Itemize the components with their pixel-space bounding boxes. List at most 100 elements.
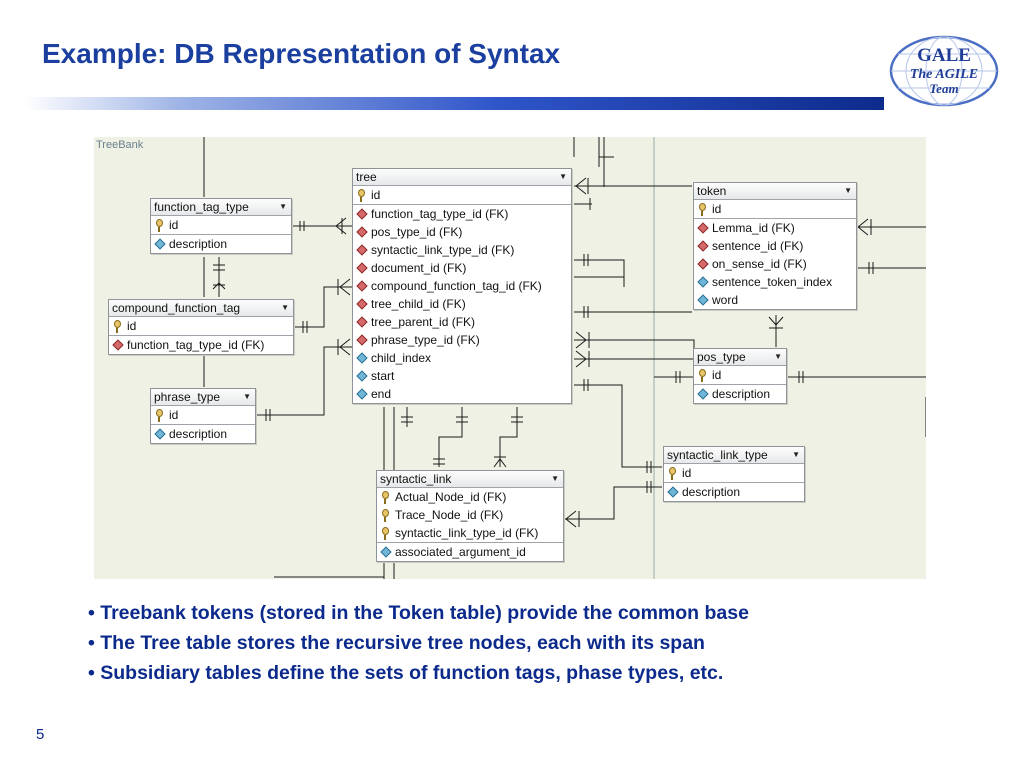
bullet-item: • Treebank tokens (stored in the Token t… bbox=[88, 602, 749, 624]
column-icon bbox=[697, 276, 709, 288]
column-name: description bbox=[169, 237, 228, 251]
primary-key-icon bbox=[156, 219, 163, 232]
primary-key-icon bbox=[669, 467, 676, 480]
table-title: pos_type bbox=[697, 350, 746, 364]
table-title: tree bbox=[356, 170, 377, 184]
column-icon bbox=[697, 388, 709, 400]
foreign-key-icon bbox=[356, 244, 368, 256]
er-diagram: TreeBank bbox=[94, 137, 926, 579]
column-name: compound_function_tag_id (FK) bbox=[371, 279, 542, 293]
column-name: id bbox=[371, 188, 381, 202]
foreign-key-icon bbox=[697, 222, 709, 234]
logo-line3: Team bbox=[929, 81, 958, 96]
logo-line1: GALE bbox=[917, 45, 971, 66]
table-title: function_tag_type bbox=[154, 200, 249, 214]
dropdown-arrow-icon[interactable]: ▼ bbox=[559, 172, 567, 181]
column-icon bbox=[697, 294, 709, 306]
column-icon bbox=[356, 388, 368, 400]
logo-line2: The AGILE bbox=[910, 67, 978, 82]
column-name: syntactic_link_type_id (FK) bbox=[371, 243, 515, 257]
dropdown-arrow-icon[interactable]: ▼ bbox=[774, 352, 782, 361]
table-token[interactable]: token ▼ id Lemma_id (FK) sentence_id (FK)… bbox=[693, 182, 857, 310]
column-name: syntactic_link_type_id (FK) bbox=[395, 526, 539, 540]
column-icon bbox=[356, 370, 368, 382]
bullet-list: • Treebank tokens (stored in the Token t… bbox=[88, 598, 749, 688]
column-name: word bbox=[712, 293, 739, 307]
column-name: id bbox=[682, 466, 692, 480]
foreign-key-icon bbox=[356, 280, 368, 292]
table-title: compound_function_tag bbox=[112, 301, 241, 315]
foreign-key-icon bbox=[356, 208, 368, 220]
foreign-key-icon bbox=[356, 298, 368, 310]
column-name: tree_parent_id (FK) bbox=[371, 315, 476, 329]
primary-key-icon bbox=[358, 189, 365, 202]
column-name: document_id (FK) bbox=[371, 261, 467, 275]
bullet-item: • The Tree table stores the recursive tr… bbox=[88, 632, 705, 654]
column-name: Trace_Node_id (FK) bbox=[395, 508, 504, 522]
primary-key-icon bbox=[382, 527, 389, 540]
foreign-key-icon bbox=[697, 240, 709, 252]
bullet-text: The Tree table stores the recursive tree… bbox=[100, 632, 705, 654]
column-name: Actual_Node_id (FK) bbox=[395, 490, 507, 504]
foreign-key-icon bbox=[112, 339, 124, 351]
column-name: on_sense_id (FK) bbox=[712, 257, 807, 271]
column-name: tree_child_id (FK) bbox=[371, 297, 466, 311]
column-name: Lemma_id (FK) bbox=[712, 221, 795, 235]
primary-key-icon bbox=[382, 509, 389, 522]
column-name: id bbox=[127, 319, 137, 333]
column-icon bbox=[154, 238, 166, 250]
column-name: start bbox=[371, 369, 395, 383]
foreign-key-icon bbox=[697, 258, 709, 270]
column-name: phrase_type_id (FK) bbox=[371, 333, 480, 347]
column-name: child_index bbox=[371, 351, 432, 365]
primary-key-icon bbox=[156, 409, 163, 422]
table-tree[interactable]: tree ▼ id function_tag_type_id (FK) pos_t… bbox=[352, 168, 572, 404]
table-syntactic-link-type[interactable]: syntactic_link_type ▼ id description bbox=[663, 446, 805, 502]
column-icon bbox=[154, 428, 166, 440]
primary-key-icon bbox=[382, 491, 389, 504]
column-name: function_tag_type_id (FK) bbox=[371, 207, 509, 221]
title-underline-bar bbox=[24, 97, 884, 110]
column-name: sentence_id (FK) bbox=[712, 239, 804, 253]
table-title: token bbox=[697, 184, 727, 198]
slide-title: Example: DB Representation of Syntax bbox=[42, 38, 561, 69]
column-name: associated_argument_id bbox=[395, 545, 526, 559]
table-compound-function-tag[interactable]: compound_function_tag ▼ id function_tag_t… bbox=[108, 299, 294, 355]
column-name: id bbox=[169, 218, 179, 232]
column-icon bbox=[380, 546, 392, 558]
dropdown-arrow-icon[interactable]: ▼ bbox=[243, 392, 251, 401]
bullet-item: • Subsidiary tables define the sets of f… bbox=[88, 662, 724, 684]
dropdown-arrow-icon[interactable]: ▼ bbox=[279, 202, 287, 211]
table-function-tag-type[interactable]: function_tag_type ▼ id description bbox=[150, 198, 292, 254]
table-phrase-type[interactable]: phrase_type ▼ id description bbox=[150, 388, 256, 444]
bullet-text: Subsidiary tables define the sets of fun… bbox=[100, 662, 724, 684]
column-name: end bbox=[371, 387, 392, 401]
primary-key-icon bbox=[699, 369, 706, 382]
column-name: function_tag_type_id (FK) bbox=[127, 338, 265, 352]
table-title: phrase_type bbox=[154, 390, 221, 404]
table-syntactic-link[interactable]: syntactic_link▼ Actual_Node_id (FK) Trac… bbox=[376, 470, 564, 562]
column-icon bbox=[356, 352, 368, 364]
dropdown-arrow-icon[interactable]: ▼ bbox=[844, 186, 852, 195]
diagram-label: TreeBank bbox=[96, 139, 144, 151]
foreign-key-icon bbox=[356, 316, 368, 328]
foreign-key-icon bbox=[356, 334, 368, 346]
dropdown-arrow-icon[interactable]: ▼ bbox=[281, 303, 289, 312]
column-name: id bbox=[712, 368, 722, 382]
foreign-key-icon bbox=[356, 226, 368, 238]
column-name: description bbox=[712, 387, 771, 401]
column-name: pos_type_id (FK) bbox=[371, 225, 463, 239]
column-name: description bbox=[682, 485, 741, 499]
column-name: id bbox=[712, 202, 722, 216]
column-icon bbox=[667, 486, 679, 498]
dropdown-arrow-icon[interactable]: ▼ bbox=[792, 450, 800, 459]
dropdown-arrow-icon[interactable]: ▼ bbox=[551, 474, 559, 483]
page-number: 5 bbox=[36, 726, 45, 743]
gale-logo: GALE The AGILE Team bbox=[889, 35, 999, 107]
table-title: syntactic_link_type bbox=[667, 448, 768, 462]
table-pos-type[interactable]: pos_type ▼ id description bbox=[693, 348, 787, 404]
primary-key-icon bbox=[699, 203, 706, 216]
column-name: id bbox=[169, 408, 179, 422]
primary-key-icon bbox=[114, 320, 121, 333]
column-name: description bbox=[169, 427, 228, 441]
